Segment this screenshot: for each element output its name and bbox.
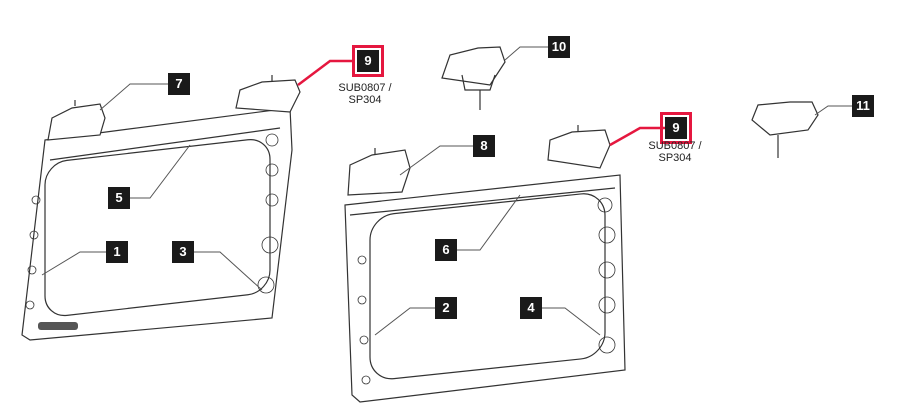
callout-5[interactable]: 5	[108, 187, 130, 209]
bracket-10	[441, 46, 506, 110]
bracket-9-right	[547, 125, 611, 169]
part-number-line1: SUB0807 /	[648, 140, 702, 152]
callout-11[interactable]: 11	[852, 95, 874, 117]
callout-7[interactable]: 7	[168, 73, 190, 95]
part-number-line2: SP304	[658, 152, 692, 164]
callout-9-right[interactable]: 9	[660, 112, 692, 144]
part-number-line2: SP304	[348, 94, 382, 106]
callout-10[interactable]: 10	[548, 36, 570, 58]
bracket-7	[47, 100, 106, 141]
callout-3[interactable]: 3	[172, 241, 194, 263]
callout-1[interactable]: 1	[106, 241, 128, 263]
highlight-leaders	[297, 59, 665, 147]
bracket-8	[347, 148, 411, 196]
callout-2[interactable]: 2	[435, 297, 457, 319]
part-number-line1: SUB0807 /	[338, 82, 392, 94]
right-frame-panel	[344, 174, 626, 403]
bracket-11	[751, 101, 819, 158]
left-frame-panel	[21, 107, 293, 341]
callout-9-left[interactable]: 9	[352, 45, 384, 77]
callout-4[interactable]: 4	[520, 297, 542, 319]
part-number-left: SUB0807 / SP304	[330, 82, 400, 106]
part-number-right: SUB0807 / SP304	[640, 140, 710, 164]
callout-8[interactable]: 8	[473, 135, 495, 157]
bracket-9-left	[235, 75, 301, 113]
callout-6[interactable]: 6	[435, 239, 457, 261]
leader-lines	[41, 46, 852, 336]
